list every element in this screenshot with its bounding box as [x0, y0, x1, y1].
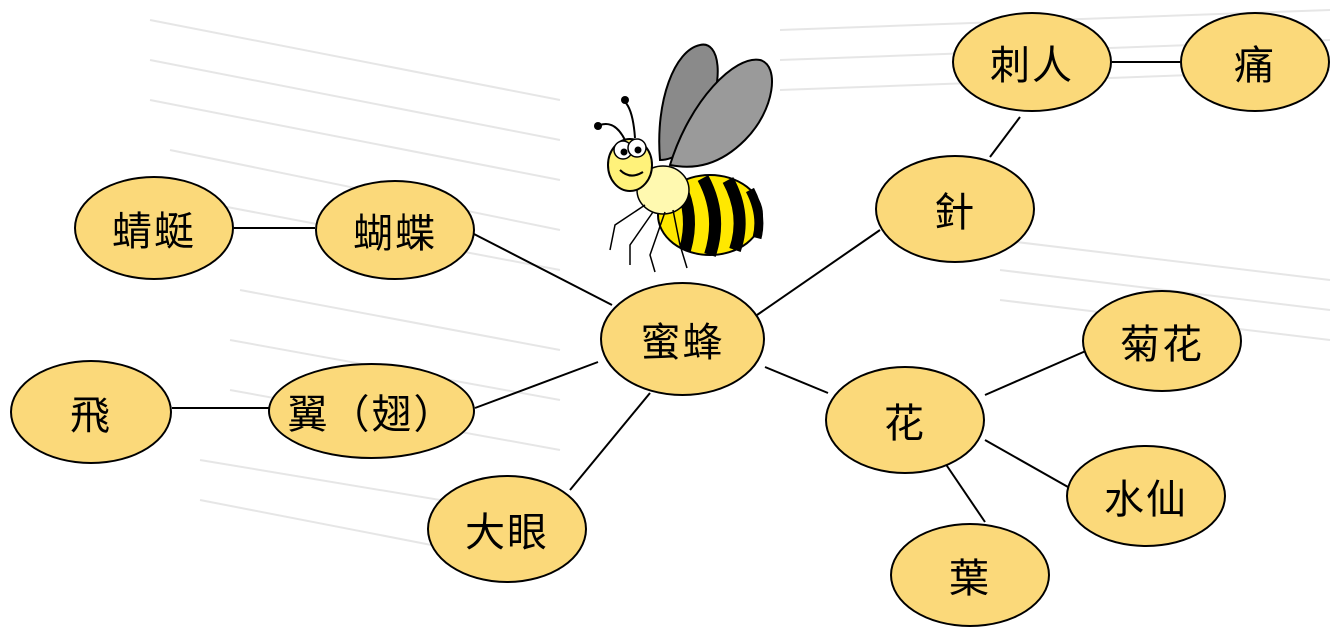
node-center[interactable]: 蜜蜂: [600, 282, 765, 396]
node-pain[interactable]: 痛: [1180, 12, 1330, 112]
edge-center-flower: [764, 366, 829, 394]
node-label: 痛: [1234, 43, 1276, 89]
node-fly[interactable]: 飛: [10, 360, 172, 464]
node-label: 大眼: [465, 510, 549, 556]
node-label: 翼（翅）: [287, 392, 456, 438]
node-leaf[interactable]: 葉: [890, 523, 1050, 627]
node-wing[interactable]: 翼（翅）: [268, 363, 475, 459]
node-label: 花: [884, 401, 926, 447]
node-butterfly[interactable]: 蝴蝶: [315, 180, 475, 280]
node-label: 蝴蝶: [353, 211, 437, 257]
node-dragonfly[interactable]: 蜻蜓: [74, 176, 234, 280]
node-chrysanthemum[interactable]: 菊花: [1082, 290, 1242, 392]
node-needle[interactable]: 針: [875, 155, 1035, 263]
edge-center-needle: [756, 229, 881, 316]
edge-needle-sting: [989, 116, 1021, 158]
node-label: 水仙: [1104, 477, 1188, 523]
edge-center-wing: [474, 361, 599, 409]
edge-flower-chrysanthemum: [984, 349, 1089, 396]
edge-flower-leaf: [944, 462, 986, 523]
edge-center-butterfly: [471, 232, 613, 306]
node-flower[interactable]: 花: [825, 366, 985, 474]
node-label: 蜻蜓: [112, 209, 196, 255]
edge-center-bigeyes: [569, 392, 651, 491]
node-label: 針: [934, 190, 976, 236]
bee-icon: [594, 43, 773, 273]
node-big-eyes[interactable]: 大眼: [427, 475, 587, 583]
node-label: 菊花: [1120, 322, 1204, 368]
node-label: 飛: [70, 393, 112, 439]
node-label: 刺人: [990, 43, 1074, 89]
node-label: 蜜蜂: [640, 320, 725, 366]
node-label: 葉: [949, 556, 991, 602]
node-narcissus[interactable]: 水仙: [1066, 445, 1226, 547]
node-sting[interactable]: 刺人: [952, 12, 1112, 112]
edge-flower-narcissus: [984, 439, 1069, 488]
